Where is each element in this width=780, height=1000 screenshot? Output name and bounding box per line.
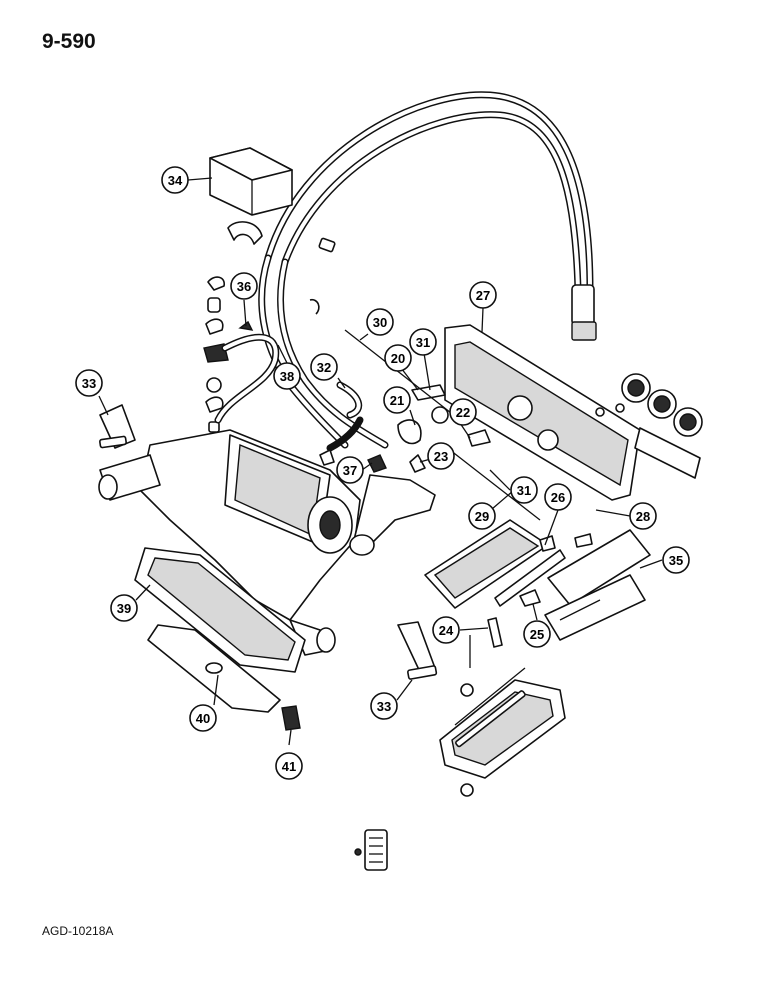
callout-41: 41 (275, 752, 303, 780)
callout-label: 36 (237, 279, 251, 294)
callout-label: 25 (530, 627, 544, 642)
callout-36: 36 (230, 272, 258, 300)
callout-label: 33 (377, 699, 391, 714)
callout-label: 21 (390, 393, 404, 408)
callout-37: 37 (336, 456, 364, 484)
callout-label: 33 (82, 376, 96, 391)
heater-housing (98, 429, 436, 656)
callout-26: 26 (544, 483, 572, 511)
callout-40: 40 (189, 704, 217, 732)
callout-label: 29 (475, 509, 489, 524)
callout-label: 35 (669, 553, 683, 568)
callout-label: 20 (391, 351, 405, 366)
callout-29: 29 (468, 502, 496, 530)
heater-hoses (258, 91, 597, 449)
lower-right-assembly (424, 519, 651, 797)
lower-panels (134, 547, 306, 731)
dash-panel (444, 324, 703, 501)
callout-38: 38 (273, 362, 301, 390)
callout-label: 26 (551, 490, 565, 505)
callout-33: 33 (75, 369, 103, 397)
callout-25: 25 (523, 620, 551, 648)
callout-label: 28 (636, 509, 650, 524)
callout-label: 32 (317, 360, 331, 375)
callout-label: 31 (517, 483, 531, 498)
callout-label: 31 (416, 335, 430, 350)
part-34-box (209, 147, 293, 245)
callout-35: 35 (662, 546, 690, 574)
callout-label: 40 (196, 711, 210, 726)
callout-label: 37 (343, 463, 357, 478)
callout-label: 22 (456, 405, 470, 420)
callout-23: 23 (427, 442, 455, 470)
callout-31: 31 (409, 328, 437, 356)
callout-31-lower: 31 (510, 476, 538, 504)
callout-20: 20 (384, 344, 412, 372)
callout-label: 24 (439, 623, 454, 638)
callout-label: 23 (434, 449, 448, 464)
small-hardware (203, 276, 254, 433)
callout-33-lower: 33 (370, 692, 398, 720)
callout-27: 27 (469, 281, 497, 309)
reference-code: AGD-10218A (42, 924, 114, 938)
callout-28: 28 (629, 502, 657, 530)
callout-32: 32 (310, 353, 338, 381)
callout-label: 38 (280, 369, 294, 384)
callout-34: 34 (161, 166, 189, 194)
part-33-brackets (99, 404, 438, 680)
callout-label: 41 (282, 759, 296, 774)
callout-label: 39 (117, 601, 131, 616)
callout-39: 39 (110, 594, 138, 622)
callout-24: 24 (432, 616, 460, 644)
leader-lines (98, 177, 663, 746)
callout-22: 22 (449, 398, 477, 426)
vent-grille (354, 829, 388, 871)
controls (309, 237, 541, 521)
callout-label: 30 (373, 315, 387, 330)
page-number: 9-590 (42, 30, 96, 53)
callout-label: 27 (476, 288, 490, 303)
callout-label: 34 (168, 173, 183, 188)
callout-21: 21 (383, 386, 411, 414)
callout-30: 30 (366, 308, 394, 336)
